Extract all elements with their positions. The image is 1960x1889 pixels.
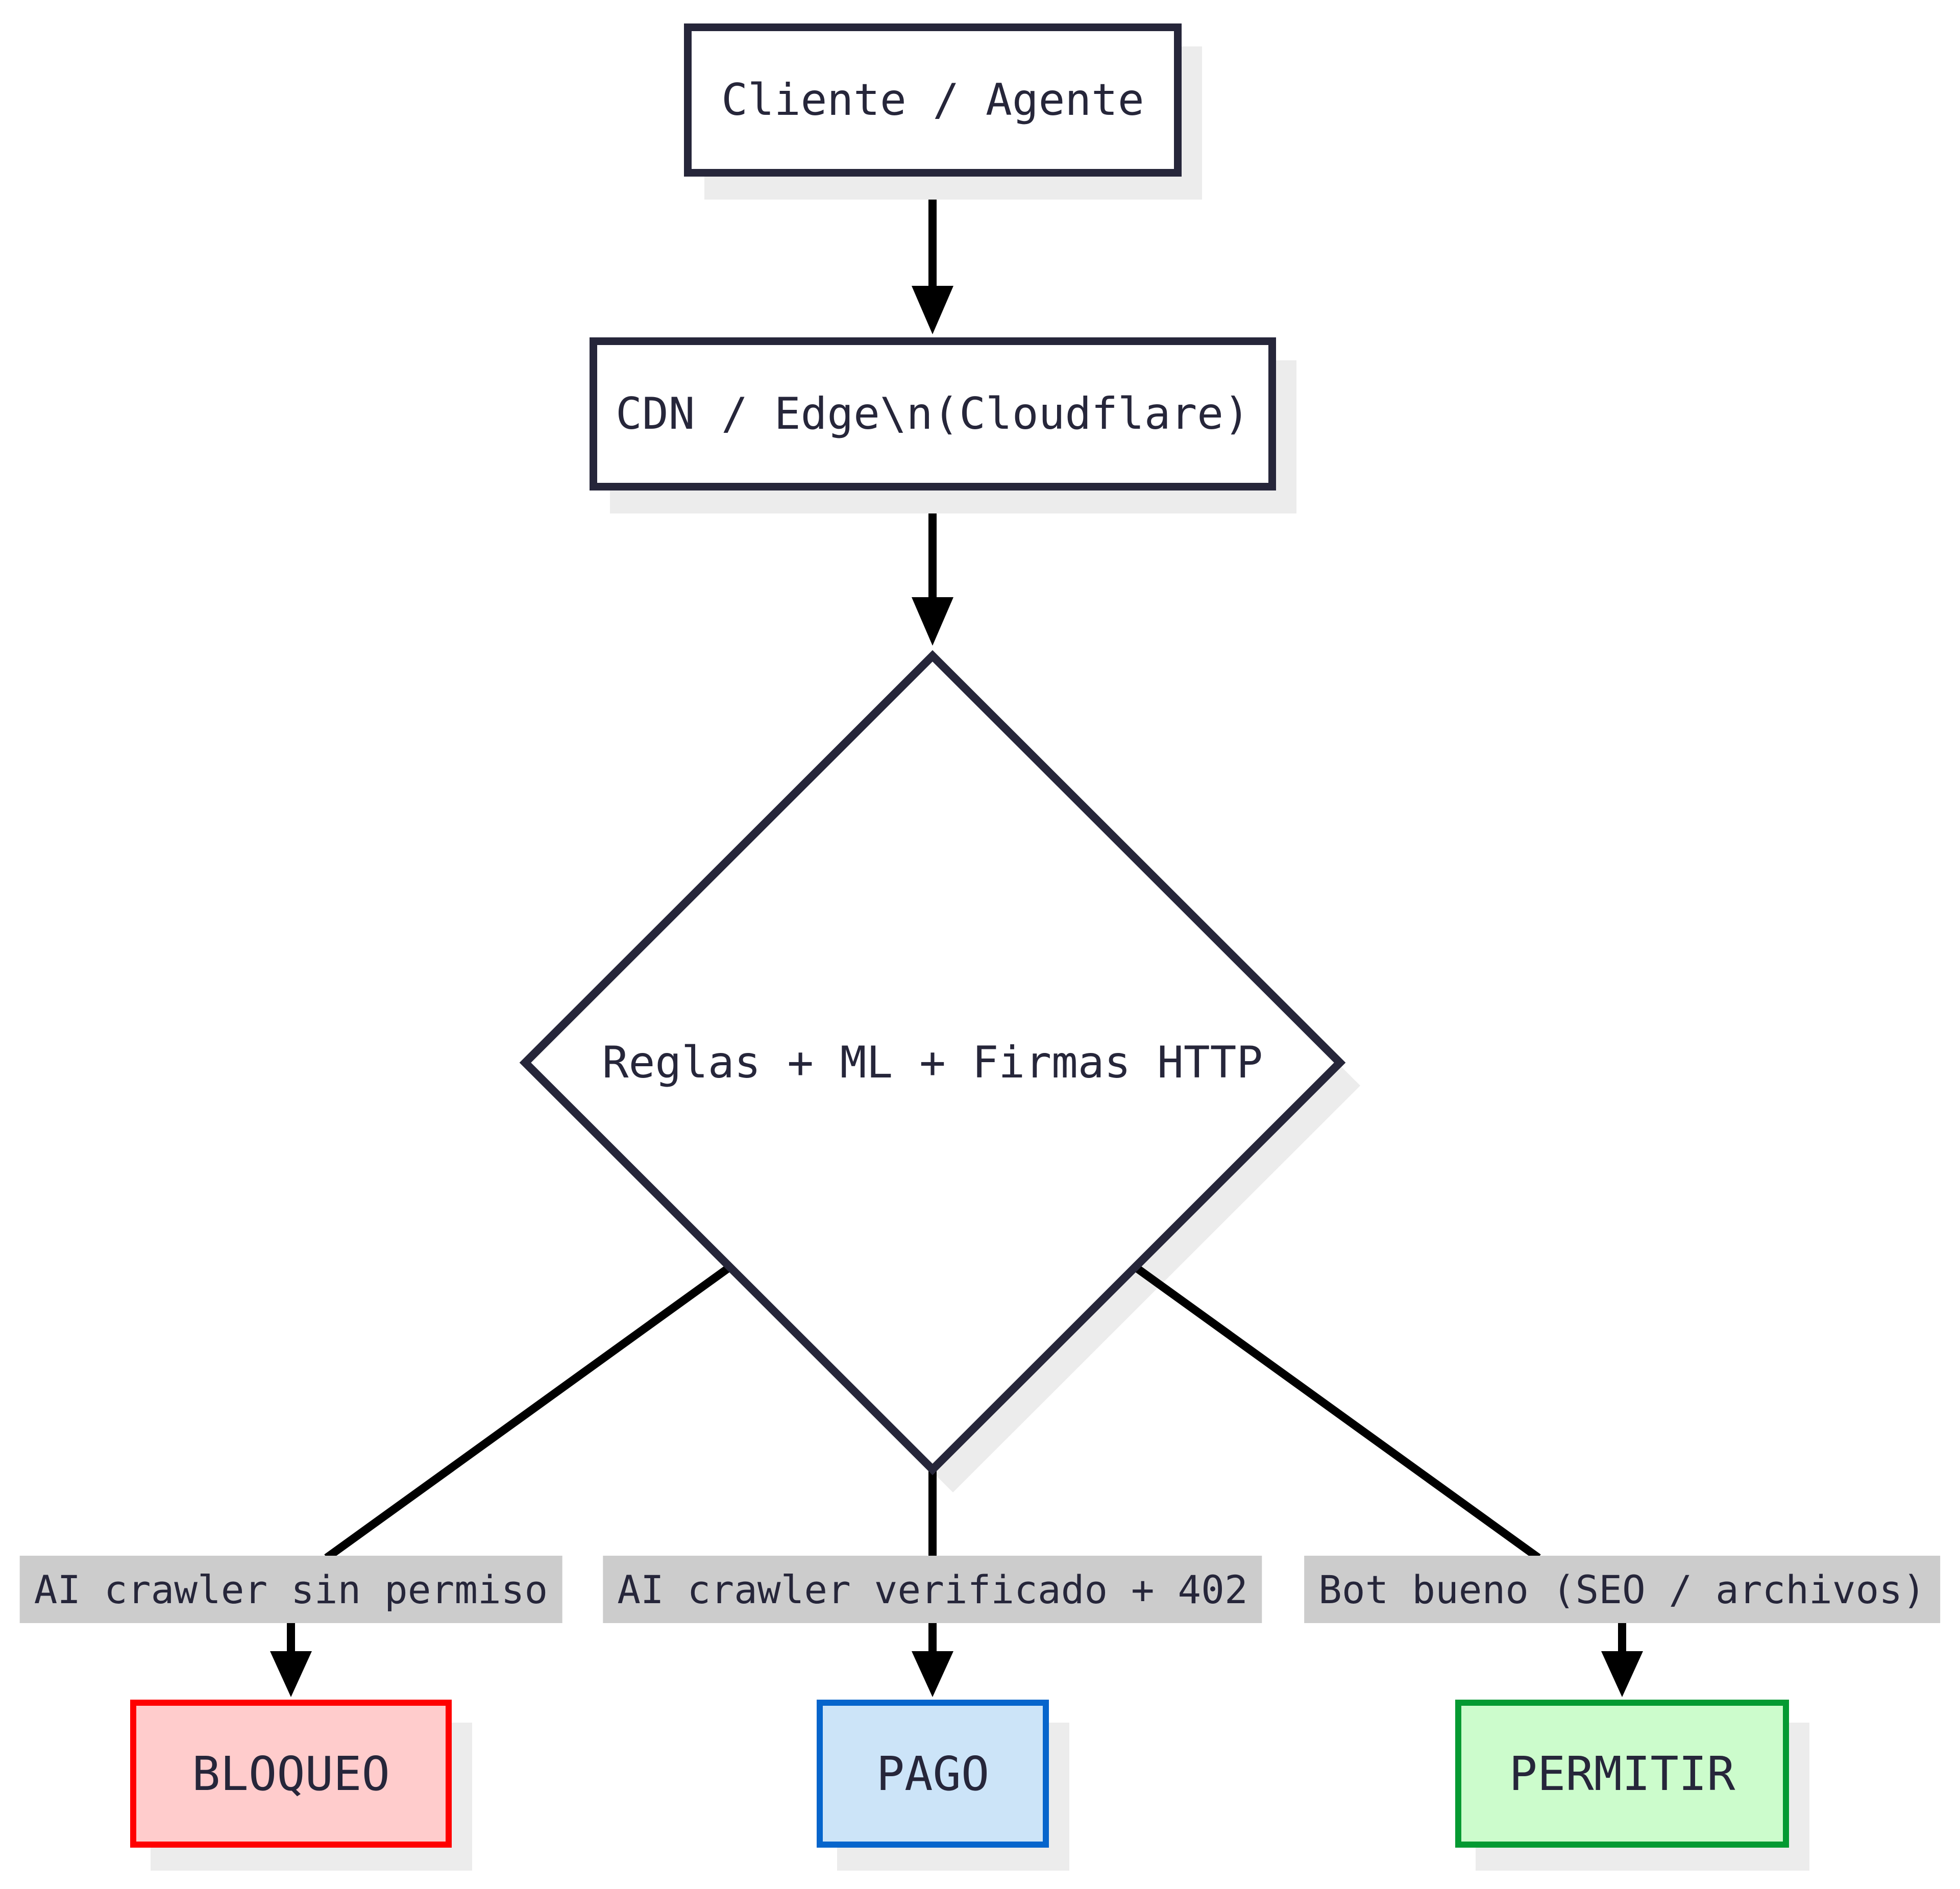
node-decision-label: Reglas + ML + Firmas HTTP xyxy=(602,1037,1263,1088)
edge-decision-block xyxy=(324,1264,732,1561)
edge-cdn-decision xyxy=(912,490,953,646)
node-pay: PAGO xyxy=(817,1700,1049,1848)
arrowhead-icon xyxy=(912,1651,953,1697)
node-pay-label: PAGO xyxy=(876,1746,990,1801)
edge-decision-allow xyxy=(1133,1264,1541,1561)
edge-label-to-pay: AI crawler verificado + 402 xyxy=(603,1556,1262,1623)
arrowhead-icon xyxy=(270,1651,312,1697)
edge-client-cdn xyxy=(912,177,953,334)
arrowhead-icon xyxy=(1601,1651,1643,1697)
decision-node-shape xyxy=(519,650,1346,1476)
node-client: Cliente / Agente xyxy=(684,23,1182,177)
node-cdn: CDN / Edge\n(Cloudflare) xyxy=(590,337,1276,490)
arrowhead-icon xyxy=(912,286,953,334)
edge-label-pay-arrow xyxy=(912,1623,953,1697)
node-block: BLOQUEO xyxy=(130,1700,452,1848)
edge-label-to-allow: Bot bueno (SEO / archivos) xyxy=(1304,1556,1940,1623)
edge-label-block-arrow xyxy=(270,1623,312,1697)
node-cdn-label: CDN / Edge\n(Cloudflare) xyxy=(616,388,1250,439)
node-block-label: BLOQUEO xyxy=(192,1746,390,1801)
edge-label-to-block: AI crawler sin permiso xyxy=(19,1556,562,1623)
node-allow-label: PERMITIR xyxy=(1509,1746,1735,1801)
node-allow: PERMITIR xyxy=(1455,1700,1789,1848)
node-client-label: Cliente / Agente xyxy=(721,75,1144,126)
edge-label-allow-arrow xyxy=(1601,1623,1643,1697)
arrowhead-icon xyxy=(912,597,953,646)
